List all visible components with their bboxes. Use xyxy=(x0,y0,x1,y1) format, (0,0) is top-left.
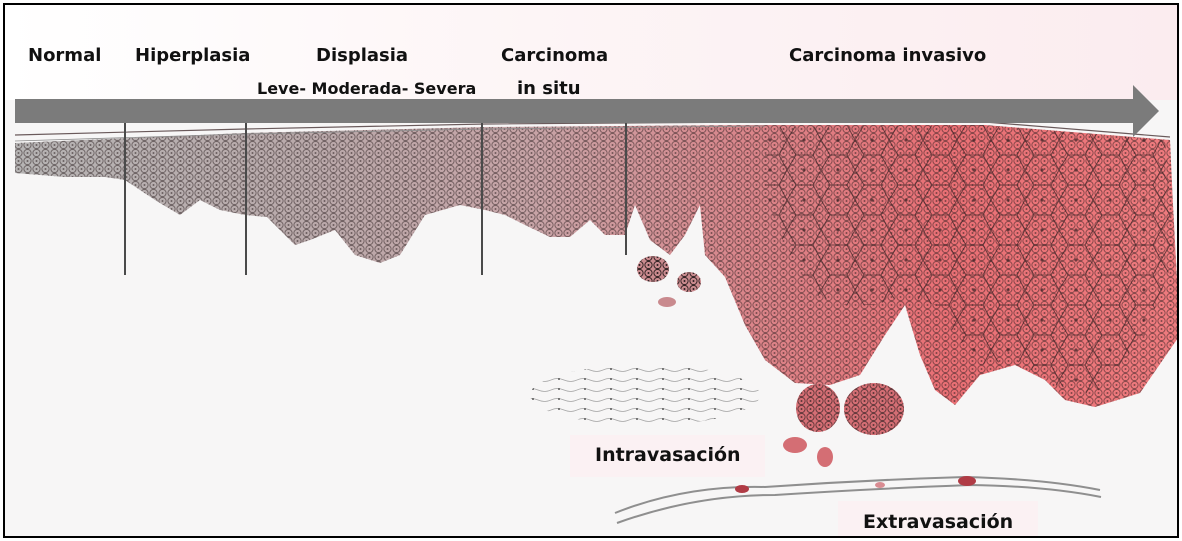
label-carcinoma-in-situ-line1: Carcinoma xyxy=(501,45,608,67)
label-intravasacion: Intravasación xyxy=(595,443,741,467)
label-normal: Normal xyxy=(28,45,101,67)
label-displasia-grades: Leve- Moderada- Severa xyxy=(257,78,476,100)
diagram-frame: Normal Hiperplasia Displasia Leve- Moder… xyxy=(3,3,1179,538)
label-extravasacion: Extravasación xyxy=(863,510,1013,534)
stroma-fibers xyxy=(530,365,760,425)
label-carcinoma-in-situ-line2: in situ xyxy=(517,78,581,100)
label-carcinoma-invasivo: Carcinoma invasivo xyxy=(789,45,986,67)
label-hiperplasia: Hiperplasia xyxy=(135,45,250,67)
label-displasia: Displasia xyxy=(316,45,408,67)
